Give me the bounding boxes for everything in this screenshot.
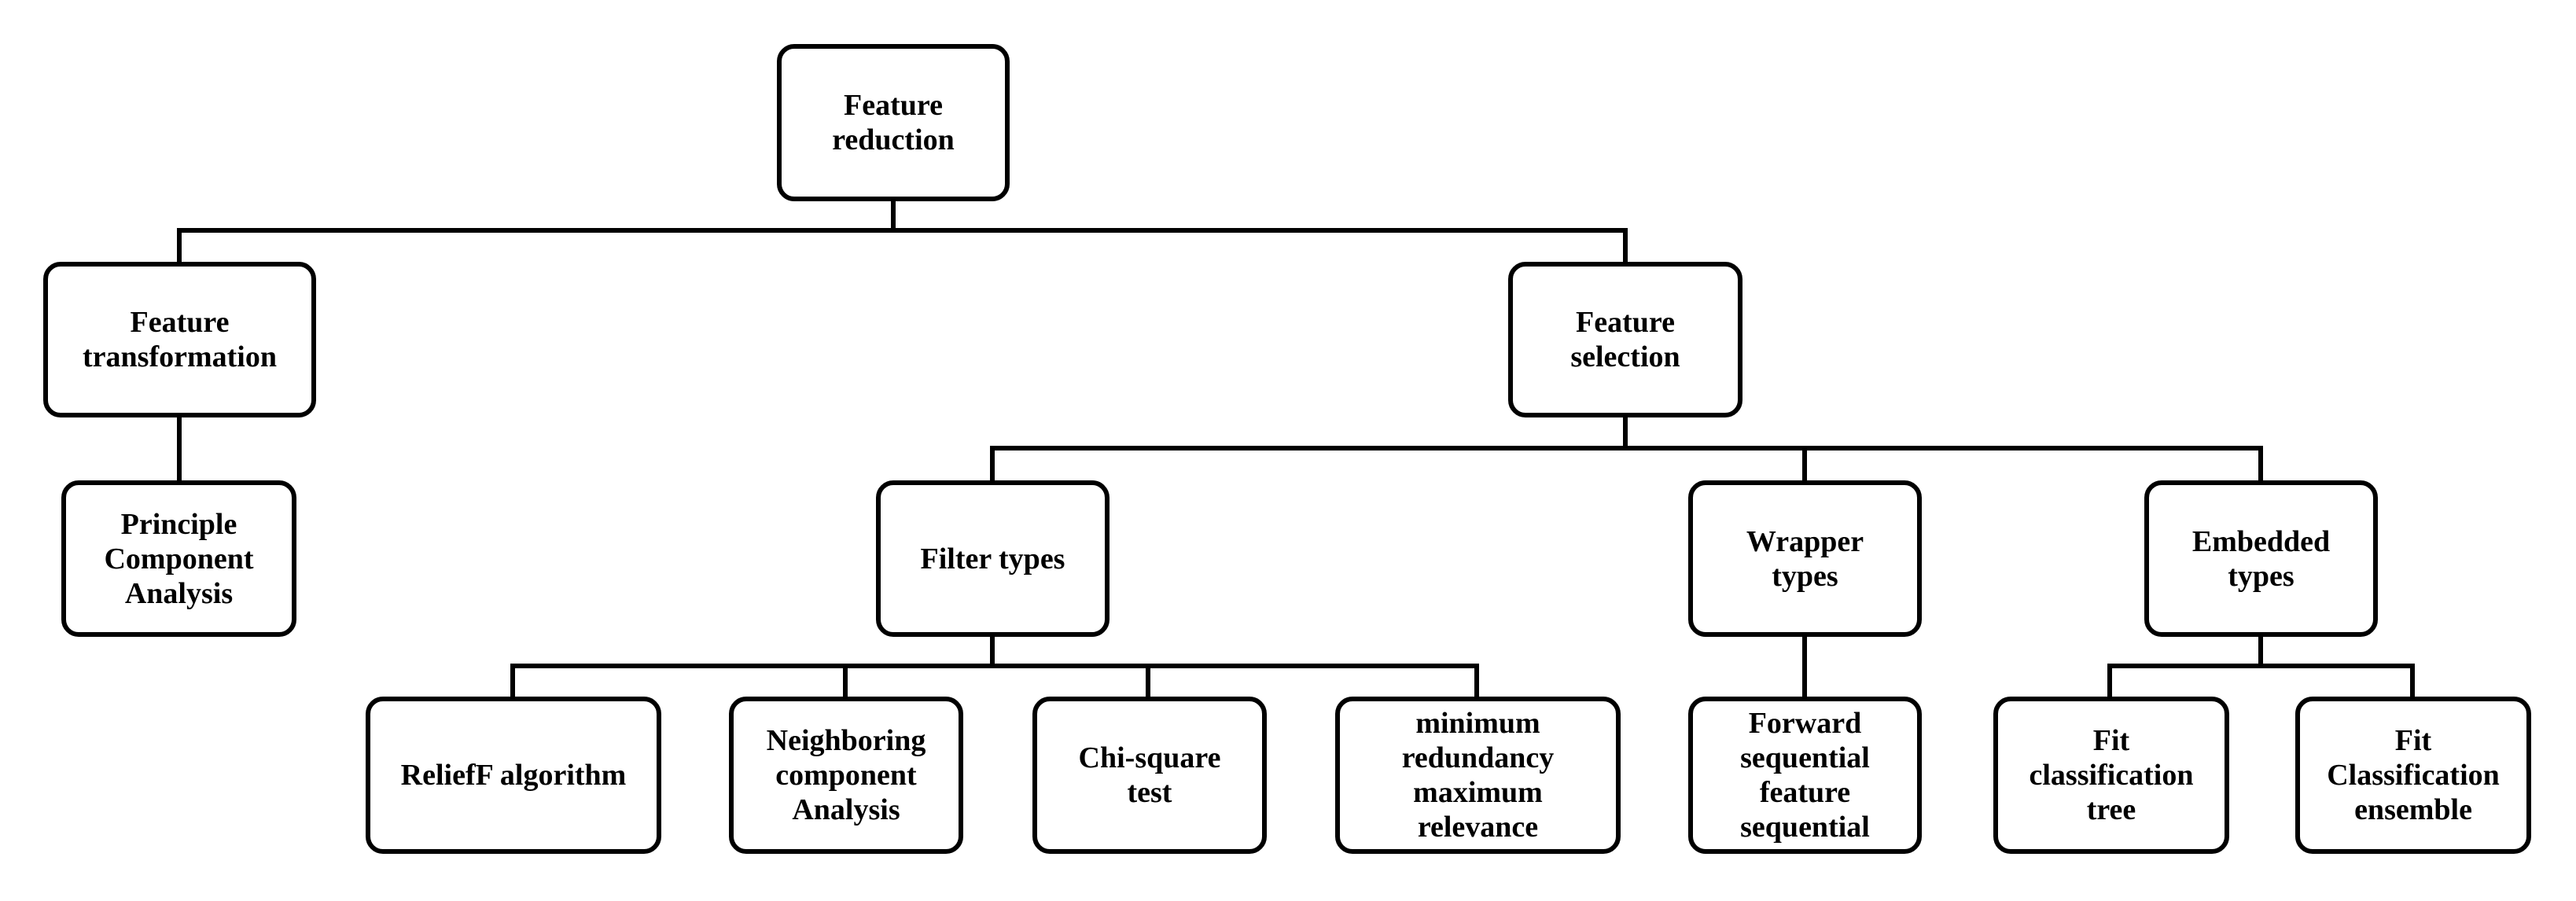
node-neighboring-component-analysis: Neighboring component Analysis (729, 697, 963, 854)
node-forward-sequential-label: Forward sequential feature sequential (1740, 707, 1870, 844)
node-filter-types: Filter types (876, 480, 1110, 637)
node-wrapper-types-label: Wrapper types (1746, 524, 1864, 593)
node-feature-reduction: Feature reduction (777, 44, 1010, 201)
node-neighboring-component-analysis-label: Neighboring component Analysis (766, 724, 926, 826)
node-fit-classification-ensemble: Fit Classification ensemble (2295, 697, 2531, 854)
node-embedded-types: Embedded types (2144, 480, 2378, 637)
node-forward-sequential: Forward sequential feature sequential (1688, 697, 1922, 854)
node-filter-types-label: Filter types (920, 542, 1065, 576)
node-embedded-types-label: Embedded types (2191, 524, 2331, 593)
node-mrmr: minimum redundancy maximum relevance (1335, 697, 1621, 854)
node-fit-classification-tree-label: Fit classification tree (2029, 724, 2194, 826)
node-feature-transformation: Feature transformation (43, 262, 316, 417)
node-fit-classification-ensemble-label: Fit Classification ensemble (2327, 724, 2500, 826)
node-pca-label: Principle Component Analysis (104, 507, 254, 610)
node-relieff-algorithm-label: ReliefF algorithm (400, 759, 627, 792)
node-wrapper-types: Wrapper types (1688, 480, 1922, 637)
node-feature-selection: Feature selection (1508, 262, 1742, 417)
node-fit-classification-tree: Fit classification tree (1993, 697, 2229, 854)
node-feature-selection-label: Feature selection (1570, 306, 1680, 373)
node-relieff-algorithm: ReliefF algorithm (366, 697, 661, 854)
node-feature-transformation-label: Feature transformation (83, 306, 277, 373)
node-chi-square-test: Chi-square test (1032, 697, 1267, 854)
node-chi-square-test-label: Chi-square test (1078, 741, 1221, 809)
node-feature-reduction-label: Feature reduction (832, 89, 955, 156)
node-pca: Principle Component Analysis (61, 480, 296, 637)
node-mrmr-label: minimum redundancy maximum relevance (1401, 707, 1555, 844)
